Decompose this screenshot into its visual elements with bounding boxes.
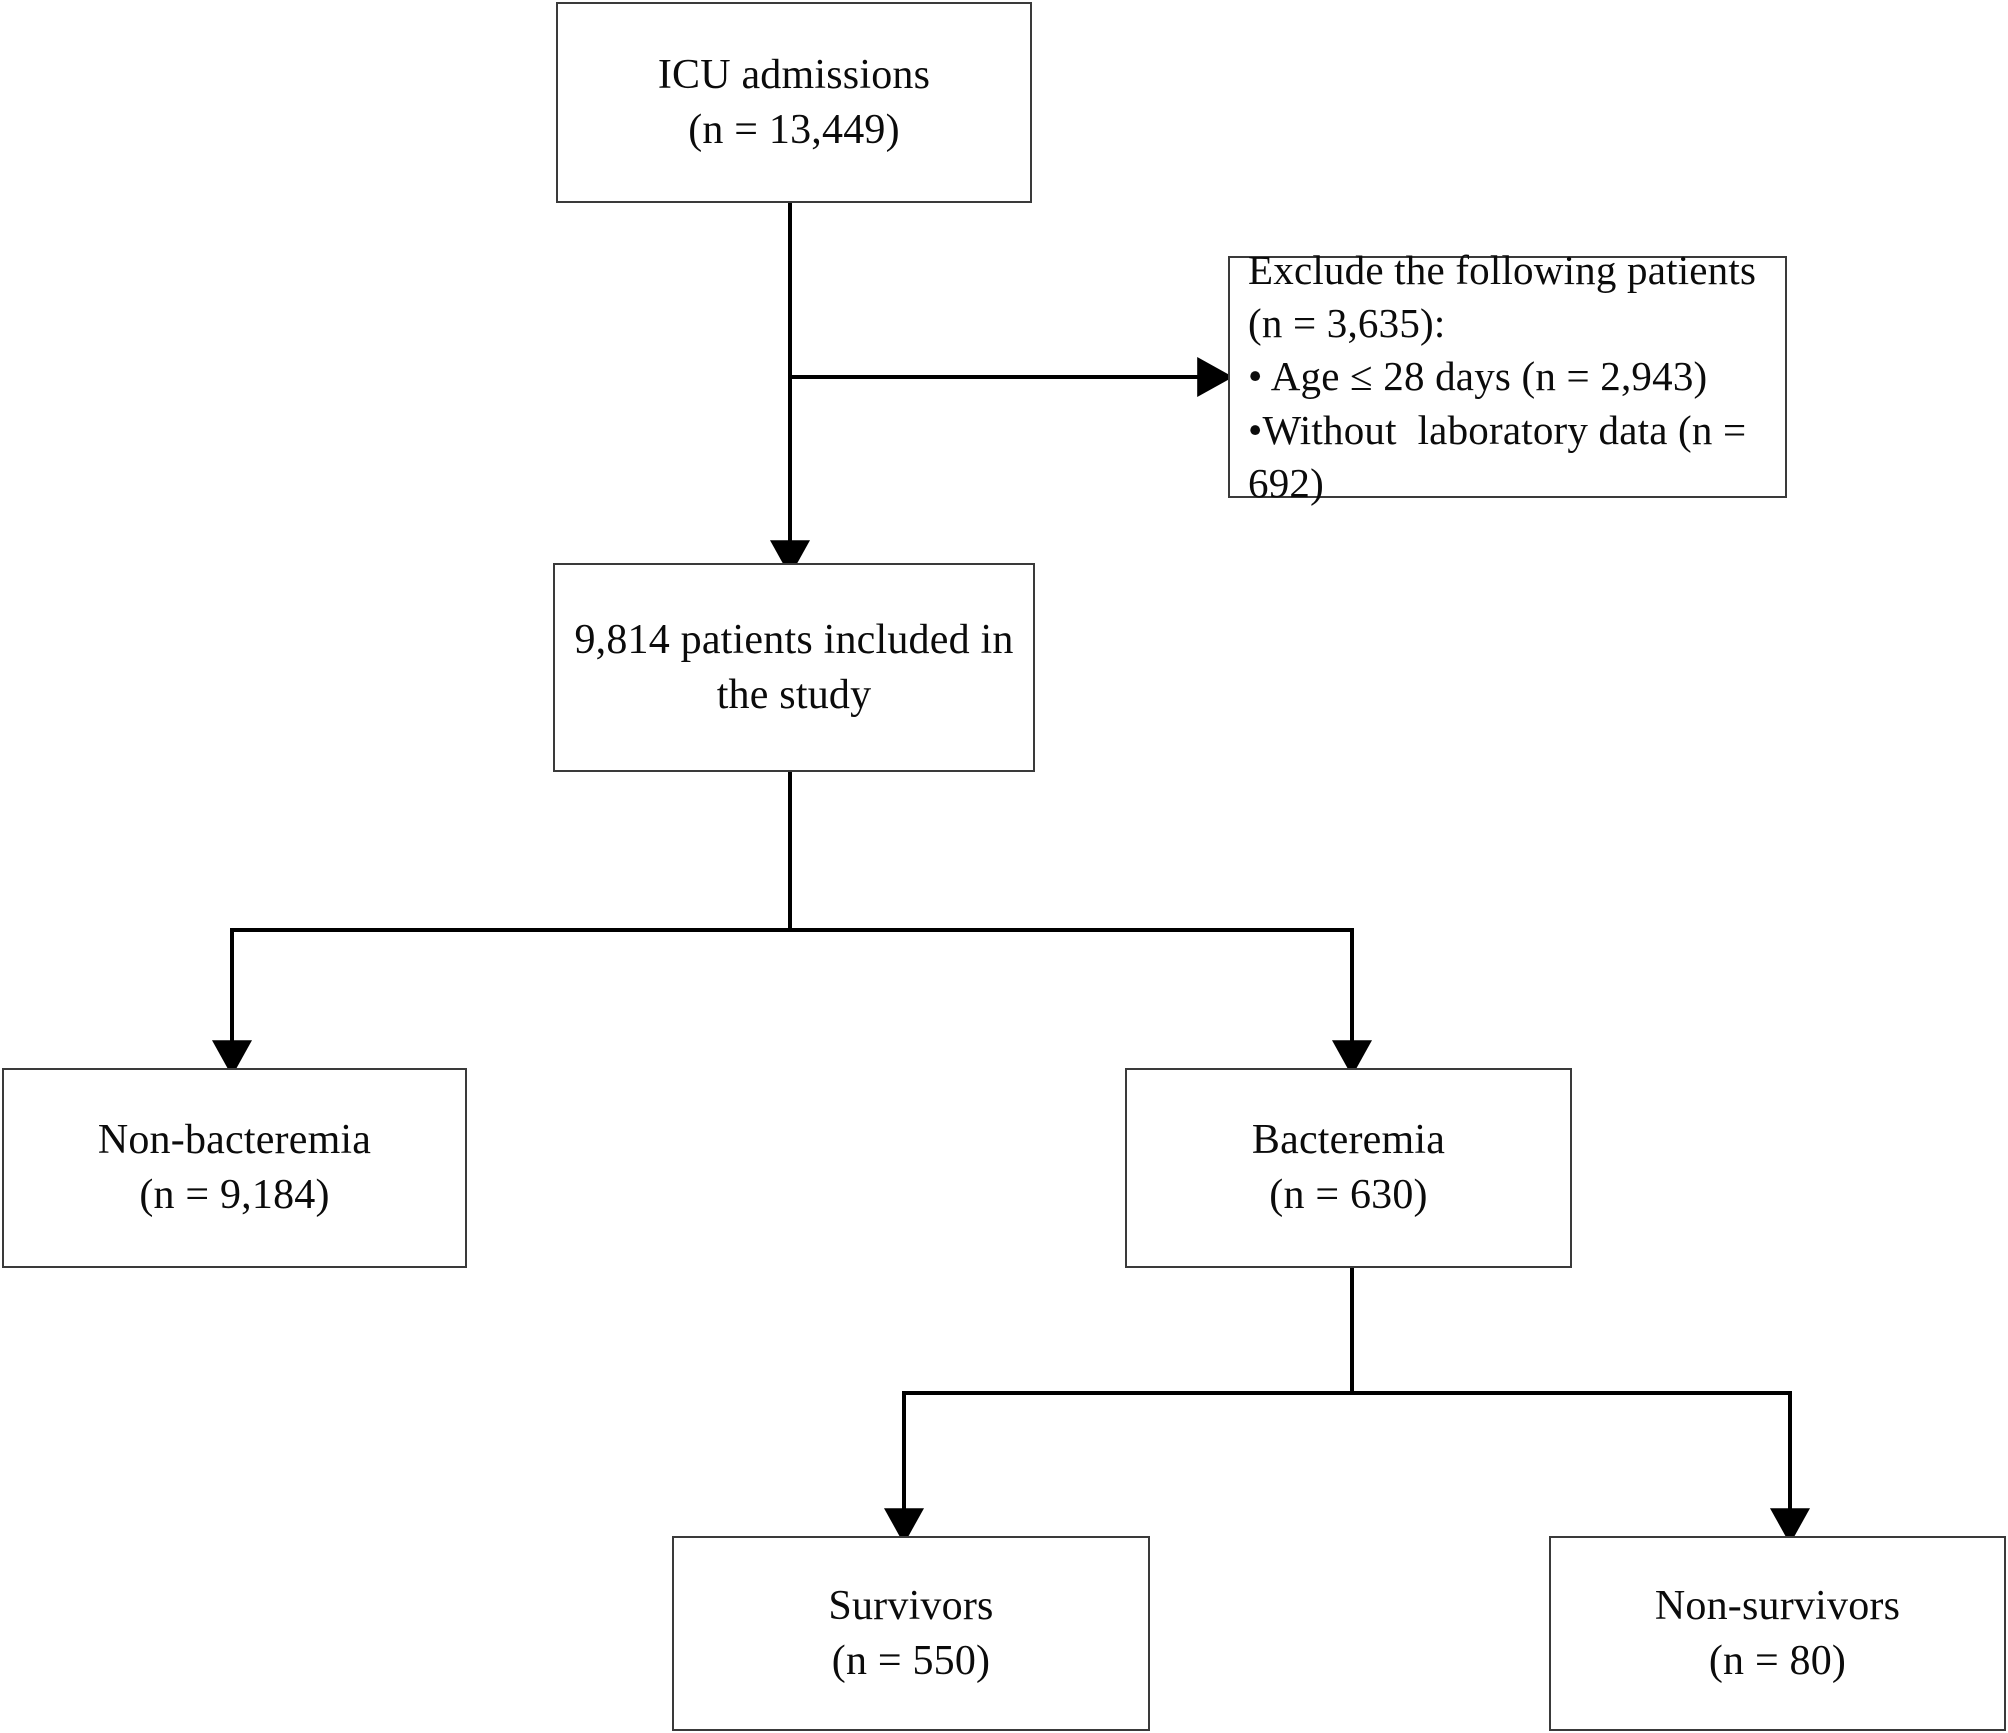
node-excluded-patients-text: Exclude the following patients (n = 3,63…: [1248, 246, 1757, 506]
node-non-bacteremia: Non-bacteremia (n = 9,184): [2, 1068, 467, 1268]
node-non-bacteremia-text: Non-bacteremia (n = 9,184): [97, 1117, 372, 1218]
edge-included-split: [212, 772, 1372, 1077]
node-bacteremia-text: Bacteremia (n = 630): [1251, 1117, 1446, 1218]
node-included-patients-text: 9,814 patients included in the study: [574, 616, 1014, 718]
node-included-patients: 9,814 patients included in the study: [553, 563, 1035, 772]
node-non-survivors: Non-survivors (n = 80): [1549, 1536, 2006, 1731]
node-icu-admissions-text: ICU admissions (n = 13,449): [657, 51, 931, 153]
node-survivors: Survivors (n = 550): [672, 1536, 1150, 1731]
node-survivors-text: Survivors (n = 550): [828, 1582, 994, 1684]
node-excluded-patients: Exclude the following patients (n = 3,63…: [1228, 247, 1787, 506]
node-non-survivors-text: Non-survivors (n = 80): [1654, 1582, 1901, 1684]
node-bacteremia: Bacteremia (n = 630): [1125, 1068, 1572, 1268]
edge-bacteremia-split: [884, 1268, 1810, 1545]
node-icu-admissions: ICU admissions (n = 13,449): [556, 2, 1032, 203]
